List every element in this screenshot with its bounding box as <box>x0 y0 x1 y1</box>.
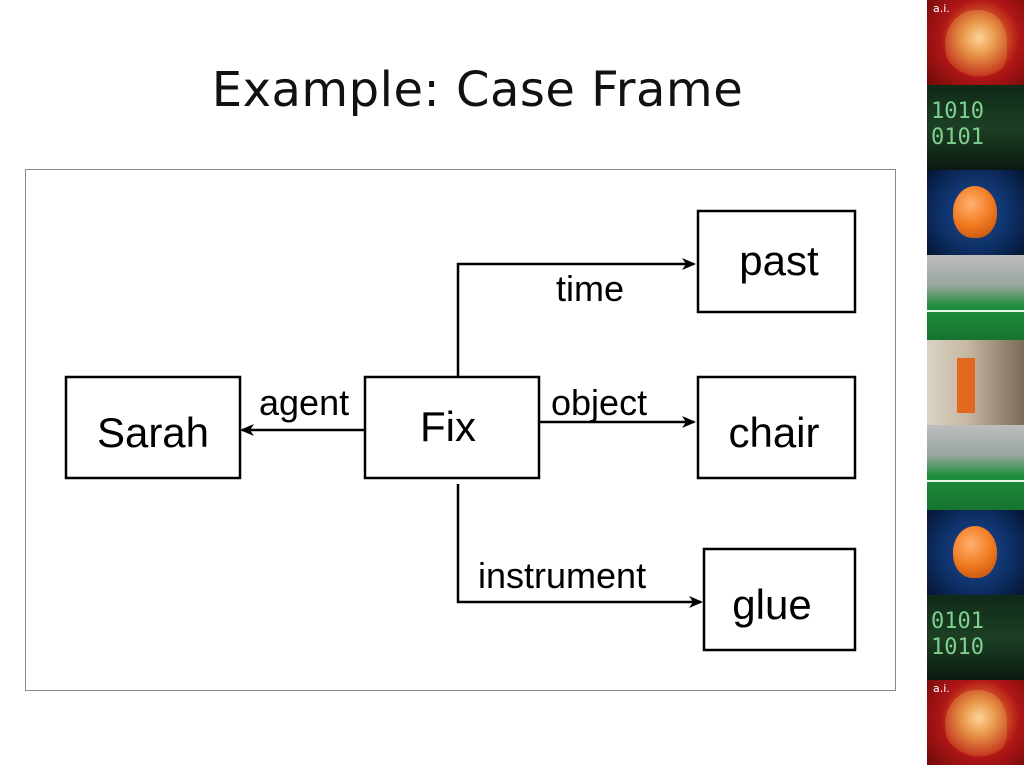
head-graphic <box>945 10 1007 80</box>
robot-interaction-image <box>927 340 1024 425</box>
edge-label-object: object <box>551 382 647 423</box>
binary-image: 1010 0101 <box>927 85 1024 170</box>
ai-head-image-2: a.i. <box>927 680 1024 765</box>
node-label-sarah: Sarah <box>97 409 209 456</box>
diagram-panel: agent time object instrument Sarah Fix p… <box>25 169 896 691</box>
slide-title: Example: Case Frame <box>211 62 744 118</box>
edge-instrument <box>456 484 703 608</box>
head-graphic <box>945 690 1007 760</box>
node-past: past <box>696 209 857 314</box>
edge-label-time: time <box>556 268 624 309</box>
field-line <box>927 480 1024 482</box>
brain-graphic <box>953 526 997 578</box>
node-label-past: past <box>739 237 819 284</box>
robot-graphic <box>957 358 975 413</box>
binary-digits: 0101 1010 <box>931 609 984 660</box>
edge-label-instrument: instrument <box>478 555 646 596</box>
brain-image <box>927 170 1024 255</box>
binary-digits: 1010 0101 <box>931 99 984 150</box>
brain-graphic <box>953 186 997 238</box>
node-label-chair: chair <box>728 409 819 456</box>
field-line <box>927 310 1024 312</box>
decorative-image-strip: a.i. 1010 0101 0101 1010 a.i. <box>927 0 1024 768</box>
robot-soccer-image <box>927 255 1024 340</box>
node-glue: glue <box>702 547 857 652</box>
edge-time <box>456 258 696 376</box>
edge-label-agent: agent <box>259 382 349 423</box>
node-fix: Fix <box>363 375 541 480</box>
ai-head-image: a.i. <box>927 0 1024 85</box>
node-label-fix: Fix <box>420 403 476 450</box>
brain-image-2 <box>927 510 1024 595</box>
node-label-glue: glue <box>732 581 811 628</box>
binary-image-2: 0101 1010 <box>927 595 1024 680</box>
ai-label: a.i. <box>933 2 950 15</box>
node-chair: chair <box>696 375 857 480</box>
robot-soccer-image-2 <box>927 425 1024 510</box>
node-sarah: Sarah <box>64 375 242 480</box>
ai-label: a.i. <box>933 682 950 695</box>
case-frame-diagram: agent time object instrument Sarah Fix p… <box>64 209 857 652</box>
